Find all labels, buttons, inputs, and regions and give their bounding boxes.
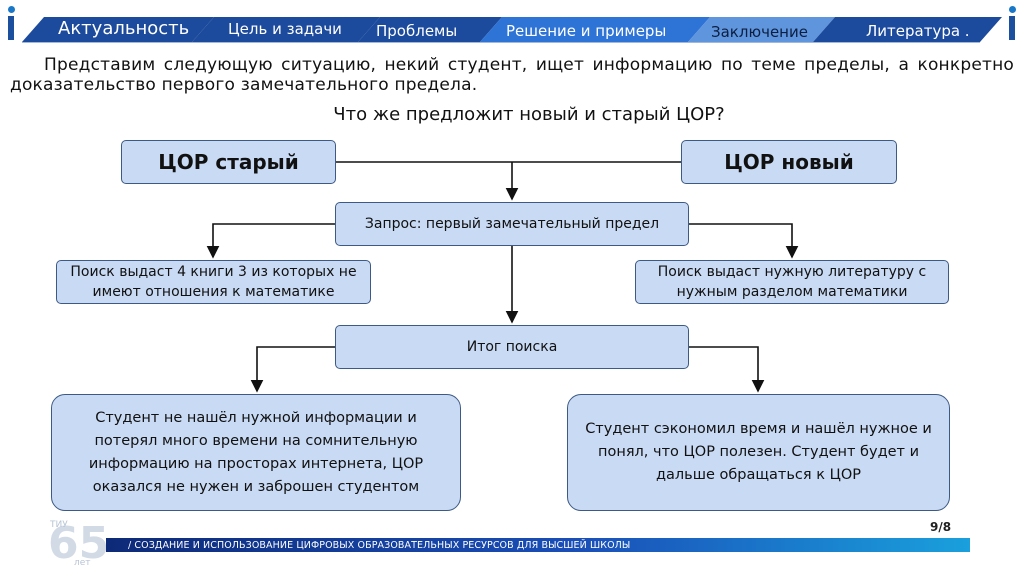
anniversary-years: лет bbox=[74, 558, 91, 568]
nav-tab-shapes bbox=[22, 17, 1002, 43]
anniversary-org: ТИУ bbox=[50, 520, 68, 530]
arrow-to-old-search bbox=[206, 223, 335, 259]
tab-shape-solutions bbox=[480, 17, 710, 42]
footer-title: / СОЗДАНИЕ И ИСПОЛЬЗОВАНИЕ ЦИФРОВЫХ ОБРА… bbox=[128, 540, 631, 551]
old-outcome-box: Студент не нашёл нужной информации и пот… bbox=[51, 394, 461, 511]
tab-aktualnost[interactable]: Актуальность bbox=[58, 18, 190, 39]
new-search-box: Поиск выдаст нужную литературу с нужным … bbox=[635, 260, 949, 304]
tab-goals[interactable]: Цель и задачи bbox=[228, 20, 342, 38]
tab-solutions[interactable]: Решение и примеры bbox=[506, 22, 667, 40]
arrow-to-new-outcome bbox=[688, 346, 765, 393]
tab-shape-literature bbox=[813, 17, 1002, 42]
top-navigation: Актуальность Цель и задачи Проблемы Реше… bbox=[0, 0, 1024, 48]
intro-text: Представим следующую ситуацию, некий сту… bbox=[10, 55, 1014, 95]
tab-shape-goals bbox=[192, 17, 380, 42]
right-info-logo-icon bbox=[1007, 6, 1017, 40]
tab-conclusion[interactable]: Заключение bbox=[711, 23, 808, 41]
tab-literature[interactable]: Литература . bbox=[866, 22, 970, 40]
result-box: Итог поиска bbox=[335, 325, 689, 369]
old-search-box: Поиск выдаст 4 книги 3 из которых не име… bbox=[56, 260, 371, 304]
left-info-logo-icon bbox=[6, 6, 16, 40]
anniversary-logo: 65 ТИУ лет bbox=[44, 518, 109, 572]
footer-bar bbox=[106, 538, 970, 552]
new-resource-box: ЦОР новый bbox=[681, 140, 897, 184]
intro-paragraph: Представим следующую ситуацию, некий сту… bbox=[10, 55, 1014, 95]
query-box: Запрос: первый замечательный предел bbox=[335, 202, 689, 246]
tab-shape-aktualnost bbox=[22, 17, 214, 42]
tab-problems[interactable]: Проблемы bbox=[376, 22, 458, 40]
tab-shape-conclusion bbox=[688, 17, 835, 42]
tab-shape-problems bbox=[358, 17, 502, 42]
question-heading: Что же предложит новый и старый ЦОР? bbox=[333, 104, 725, 125]
new-outcome-box: Студент сэкономил время и нашёл нужное и… bbox=[567, 394, 950, 511]
anniversary-number: 65 bbox=[48, 518, 110, 569]
arrow-to-old-outcome bbox=[250, 346, 335, 393]
arrow-to-new-search bbox=[688, 223, 799, 259]
old-resource-box: ЦОР старый bbox=[121, 140, 336, 184]
page-number: 9/8 bbox=[930, 520, 952, 534]
